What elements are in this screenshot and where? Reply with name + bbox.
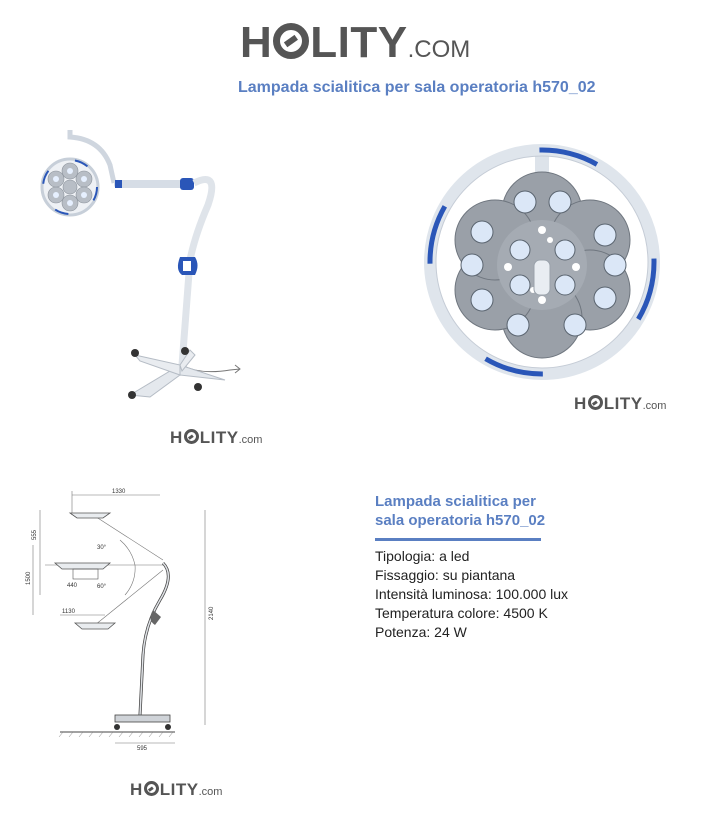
holity-logo-small[interactable]: H LITY .com (130, 780, 222, 800)
dim-label-595: 595 (137, 746, 148, 752)
spec-divider (375, 538, 541, 541)
holity-logo[interactable]: H LITY .COM (240, 18, 470, 68)
logo-h: H (170, 428, 183, 447)
spec-value: 24 W (434, 624, 467, 640)
logo-o-icon (143, 781, 159, 796)
product-spec: Lampada scialitica per sala operatoria h… (375, 492, 675, 642)
spec-key: Intensità luminosa (375, 586, 496, 602)
logo-h: H (574, 394, 587, 413)
page-title: Lampada scialitica per sala operatoria h… (238, 79, 596, 96)
logo-h: H (240, 18, 273, 67)
technical-drawing-image: 1330 555 1500 30° 440 60° 1130 2140 595 (26, 489, 215, 752)
logo-h: H (130, 780, 143, 799)
spec-item: Fissaggiosu piantana (375, 566, 675, 585)
holity-logo-small[interactable]: H LITY .com (574, 394, 666, 414)
lamp-on-stand-image (40, 130, 241, 399)
logo-com: .com (238, 434, 263, 446)
lamp-head-closeup-image (424, 144, 660, 380)
logo-o-icon (273, 23, 310, 59)
holity-logo-small[interactable]: H LITY .com (170, 428, 262, 448)
spec-item: Tipologiaa led (375, 547, 675, 566)
spec-value: 4500 K (503, 605, 548, 621)
spec-key: Temperatura colore (375, 605, 503, 621)
logo-com: .com (198, 786, 223, 798)
logo-lity: LITY (310, 18, 408, 67)
logo-com: .COM (407, 36, 471, 63)
spec-value: 100.000 lux (495, 586, 569, 602)
spec-item: Temperatura colore4500 K (375, 604, 675, 623)
spec-key: Fissaggio (375, 567, 443, 583)
spec-heading-line2: sala operatoria h570_02 (375, 512, 546, 529)
dim-label-top: 1330 (112, 489, 126, 495)
logo-lity: LITY (159, 780, 199, 799)
spec-item: Intensità luminosa100.000 lux (375, 585, 675, 604)
logo-lity: LITY (603, 394, 643, 413)
logo-o-icon (183, 429, 199, 444)
spec-value: a led (439, 548, 470, 564)
logo-lity: LITY (199, 428, 239, 447)
spec-heading: Lampada scialitica per sala operatoria h… (375, 492, 675, 530)
logo-o-icon (587, 395, 603, 410)
dim-label-555: 555 (32, 529, 38, 540)
spec-key: Potenza (375, 624, 434, 640)
spec-value: su piantana (442, 567, 516, 583)
spec-key: Tipologia (375, 548, 439, 564)
spec-item: Potenza24 W (375, 623, 675, 642)
dim-label-1500: 1500 (26, 571, 32, 585)
dim-label-1130: 1130 (62, 609, 76, 615)
spec-heading-line1: Lampada scialitica per (375, 493, 536, 510)
dim-label-30: 30° (97, 545, 107, 551)
dim-label-2140: 2140 (209, 606, 215, 620)
logo-com: .com (642, 400, 667, 412)
spec-list: Tipologiaa led Fissaggiosu piantana Inte… (375, 547, 675, 642)
dim-label-440: 440 (67, 583, 78, 589)
dim-label-60: 60° (97, 584, 107, 590)
